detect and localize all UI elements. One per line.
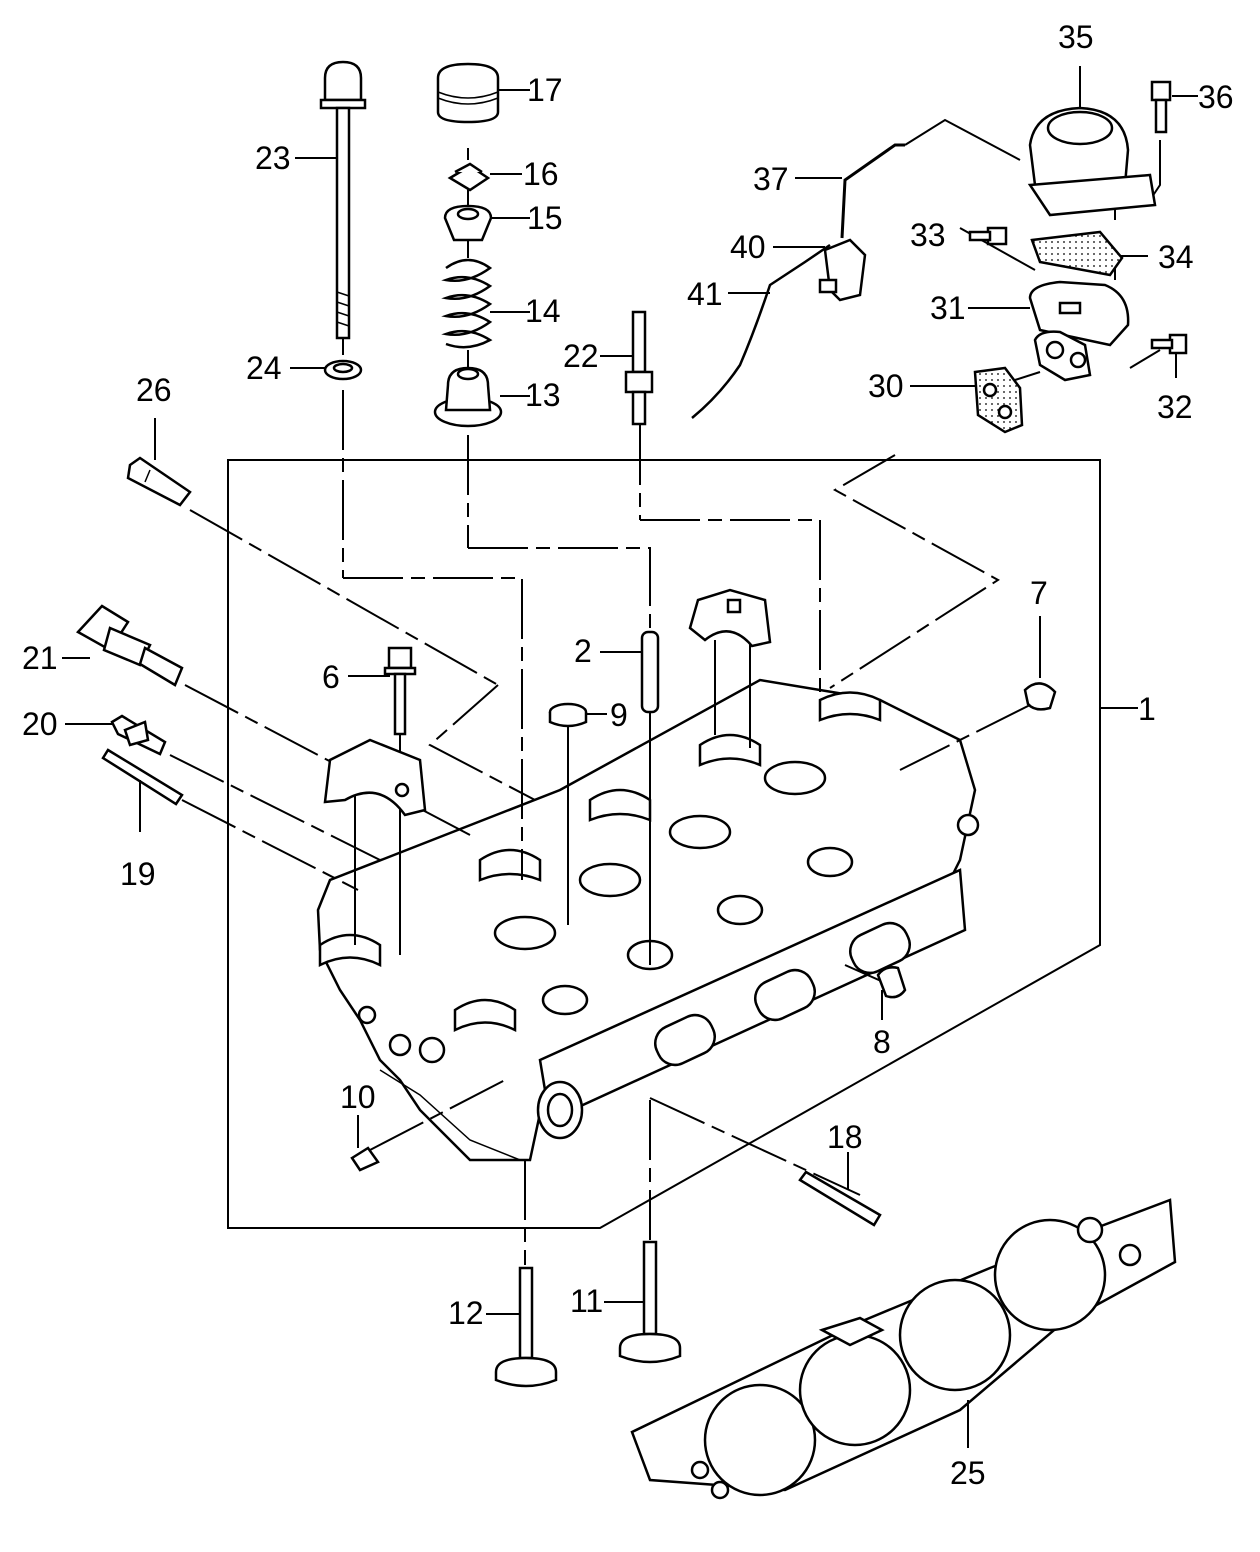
valve-stem-seal <box>433 366 503 428</box>
callout-23: 23 <box>255 140 291 176</box>
washer <box>323 359 363 381</box>
egr-valve <box>1027 106 1157 217</box>
callout-41: 41 <box>687 276 723 312</box>
hydraulic-tappet <box>436 62 500 124</box>
vacuum-hose <box>840 118 1021 239</box>
egr-bolt <box>1150 80 1172 134</box>
callout-24: 24 <box>246 350 282 386</box>
callout-10: 10 <box>340 1079 376 1115</box>
threaded-plug <box>350 1146 380 1172</box>
dowel-pin <box>126 456 192 507</box>
stud-exhaust <box>798 1170 882 1227</box>
callout-17: 17 <box>527 72 563 108</box>
callout-35: 35 <box>1058 19 1094 55</box>
camshaft-bearing-cap <box>323 738 427 817</box>
vacuum-solenoid <box>818 238 867 302</box>
callout-34: 34 <box>1158 239 1194 275</box>
stud <box>624 310 654 426</box>
wiring-harness <box>691 243 831 419</box>
callout-14: 14 <box>525 293 561 329</box>
callout-32: 32 <box>1157 389 1193 425</box>
callout-7: 7 <box>1030 575 1048 611</box>
camshaft-cap-bolt <box>383 646 417 736</box>
valve-spring <box>441 258 493 349</box>
pipe-bolt <box>1150 333 1188 355</box>
egr-gasket <box>1030 230 1124 277</box>
callout-36: 36 <box>1198 79 1234 115</box>
valve-keepers <box>447 162 491 192</box>
callout-6: 6 <box>322 659 340 695</box>
callout-15: 15 <box>527 200 563 236</box>
callout-31: 31 <box>930 290 966 326</box>
cylinder-head <box>316 678 980 1162</box>
flange-gasket <box>973 366 1024 434</box>
callout-25: 25 <box>950 1455 986 1491</box>
callout-26: 26 <box>136 372 172 408</box>
expansion-plug <box>1023 682 1057 711</box>
leader-lines <box>169 140 1161 1265</box>
callout-13: 13 <box>525 377 561 413</box>
callout-33: 33 <box>910 217 946 253</box>
stud-long <box>101 748 184 806</box>
callout-11: 11 <box>570 1283 603 1319</box>
callout-pointers <box>62 66 1198 1448</box>
adapter-bolt <box>968 226 1008 246</box>
head-bolt <box>319 60 367 340</box>
callout-8: 8 <box>873 1024 891 1060</box>
callout-30: 30 <box>868 368 904 404</box>
valve-guide <box>640 630 660 714</box>
callout-37: 37 <box>753 161 789 197</box>
egr-pipe-flange <box>1033 330 1092 382</box>
callout-12: 12 <box>448 1295 484 1331</box>
bearing-cap-upper <box>688 588 772 648</box>
callout-40: 40 <box>730 229 766 265</box>
sleeve <box>876 966 907 999</box>
callout-numbers: 1 2 6 7 8 9 10 11 12 13 14 15 16 17 18 1… <box>22 19 1234 1491</box>
temperature-sensor <box>76 604 184 687</box>
callout-2: 2 <box>574 633 592 669</box>
callout-1: 1 <box>1138 691 1156 727</box>
callout-20: 20 <box>22 706 58 742</box>
exhaust-valve <box>618 1240 682 1364</box>
callout-21: 21 <box>22 640 58 676</box>
spring-retainer <box>443 204 493 242</box>
callout-19: 19 <box>120 856 156 892</box>
egr-adapter <box>1028 280 1130 347</box>
assembly-boundary <box>227 459 1101 1229</box>
plug <box>548 702 588 728</box>
intake-valve <box>494 1266 558 1388</box>
fitting <box>110 714 167 756</box>
head-gasket <box>630 1198 1177 1500</box>
callout-9: 9 <box>610 697 628 733</box>
callout-16: 16 <box>523 156 559 192</box>
callout-22: 22 <box>563 338 599 374</box>
callout-18: 18 <box>827 1119 863 1155</box>
